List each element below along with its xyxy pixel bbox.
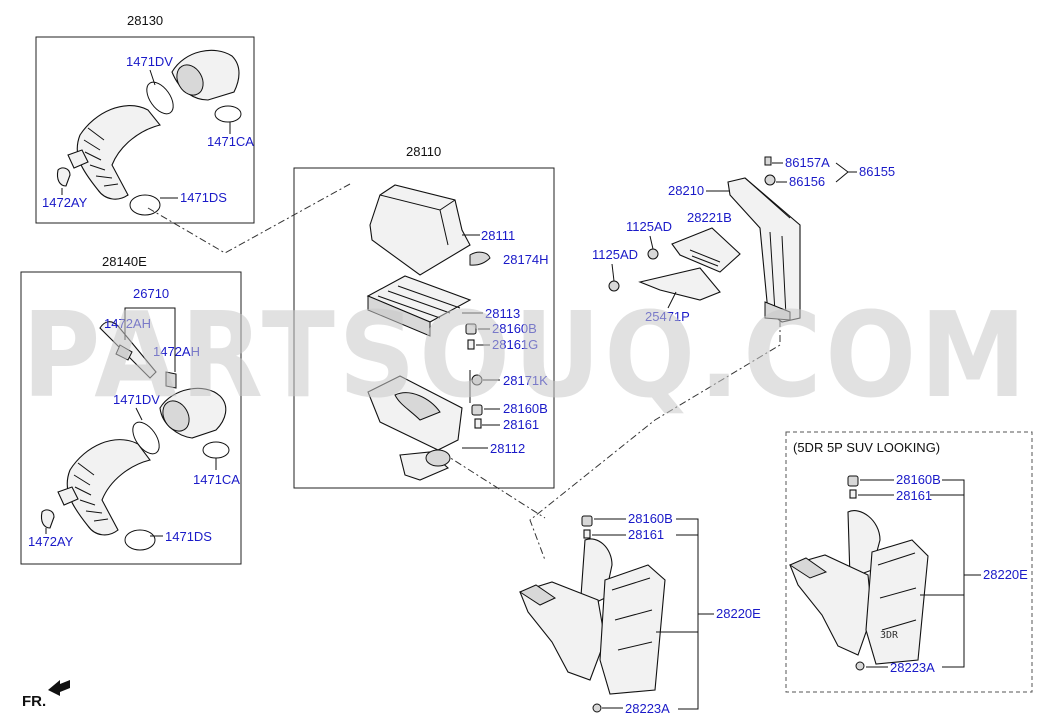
part-label-28171K[interactable]: 28171K (503, 373, 548, 388)
air-cleaner-body (367, 375, 463, 481)
part-label-1471DS[interactable]: 1471DS (180, 190, 227, 205)
part-label-1472AH-left[interactable]: 1472AH (104, 316, 151, 331)
part-label-86155[interactable]: 86155 (859, 164, 895, 179)
small-fasteners (465, 323, 483, 429)
leader-28220E-b-bracket (942, 479, 965, 668)
part-label-28174H[interactable]: 28174H (503, 252, 549, 267)
part-label-28161G[interactable]: 28161G (492, 337, 538, 352)
air-duct-28210 (727, 177, 801, 323)
part-label-28160B-d[interactable]: 28160B (896, 472, 941, 487)
leader-26710 (124, 307, 176, 372)
part-label-28223A-a[interactable]: 28223A (625, 701, 670, 716)
part-label-1471DS-b[interactable]: 1471DS (165, 529, 212, 544)
part-label-28161-a[interactable]: 28161 (503, 417, 539, 432)
part-label-25471P[interactable]: 25471P (645, 309, 690, 324)
part-label-1472AY[interactable]: 1472AY (42, 195, 88, 210)
resonator-28220E (518, 515, 666, 713)
part-label-1471DV[interactable]: 1471DV (126, 54, 173, 69)
part-label-1125AD-a[interactable]: 1125AD (626, 219, 672, 234)
frame-28140E (20, 271, 242, 565)
frame-28110 (293, 167, 555, 489)
watermark: PARTSOUQ.COM (22, 286, 1030, 424)
part-label-1471CA-b[interactable]: 1471CA (193, 472, 240, 487)
group-label-28110: 28110 (406, 144, 441, 159)
part-label-28220E-a[interactable]: 28220E (716, 606, 761, 621)
leader-1125AD-b (611, 263, 615, 282)
leader-28220E-a-bracket (676, 518, 699, 710)
part-label-28113[interactable]: 28113 (485, 306, 520, 321)
part-label-28160B-c[interactable]: 28160B (628, 511, 673, 526)
part-label-86156[interactable]: 86156 (789, 174, 825, 189)
embossed-3dr-mark: 3DR (880, 630, 899, 641)
connection-line-hose-to-box (147, 183, 351, 254)
part-label-26710[interactable]: 26710 (133, 286, 169, 301)
air-filter-element (366, 275, 472, 337)
part-label-86157A[interactable]: 86157A (785, 155, 830, 170)
part-label-28112[interactable]: 28112 (490, 441, 525, 456)
leader-1471DV-b (135, 407, 143, 421)
part-label-28160B-a[interactable]: 28160B (492, 321, 537, 336)
leader-86155 (835, 162, 849, 183)
part-label-28111[interactable]: 28111 (481, 228, 515, 243)
air-cleaner-cover (369, 184, 491, 276)
part-label-28161-b[interactable]: 28161 (628, 527, 664, 542)
frame-28130 (35, 36, 255, 224)
part-label-28161-c[interactable]: 28161 (896, 488, 932, 503)
part-label-1472AY-b[interactable]: 1472AY (28, 534, 74, 549)
part-label-1472AH-right[interactable]: 1472AH (153, 344, 200, 359)
leader-25471P (667, 291, 677, 309)
part-label-28223A-b[interactable]: 28223A (890, 660, 935, 675)
suv-variant-note: (5DR 5P SUV LOOKING) (793, 440, 940, 455)
connection-line-duct-to-resonator (529, 320, 781, 561)
part-label-28160B-b[interactable]: 28160B (503, 401, 548, 416)
part-label-1125AD-b[interactable]: 1125AD (592, 247, 638, 262)
resonator-suv-variant (788, 475, 929, 671)
part-label-28220E-b[interactable]: 28220E (983, 567, 1028, 582)
part-label-1471DV-b[interactable]: 1471DV (113, 392, 160, 407)
leader-1125AD-a (649, 235, 654, 250)
group-label-28140E: 28140E (102, 254, 147, 269)
leader-1471DV (149, 69, 156, 86)
part-label-28210[interactable]: 28210 (668, 183, 704, 198)
air-intake-hose-28130 (56, 49, 242, 216)
front-arrow-icon (48, 680, 70, 696)
front-direction-label: FR. (22, 693, 46, 710)
bracket-25471P (638, 267, 721, 301)
bracket-28221B (671, 227, 741, 273)
air-intake-hose-28140E (40, 321, 230, 551)
bolts-and-grommets (608, 156, 776, 292)
part-label-1471CA[interactable]: 1471CA (207, 134, 254, 149)
frame-suv-variant (785, 431, 1033, 693)
group-label-28130: 28130 (127, 13, 163, 28)
part-label-28221B[interactable]: 28221B (687, 210, 732, 225)
